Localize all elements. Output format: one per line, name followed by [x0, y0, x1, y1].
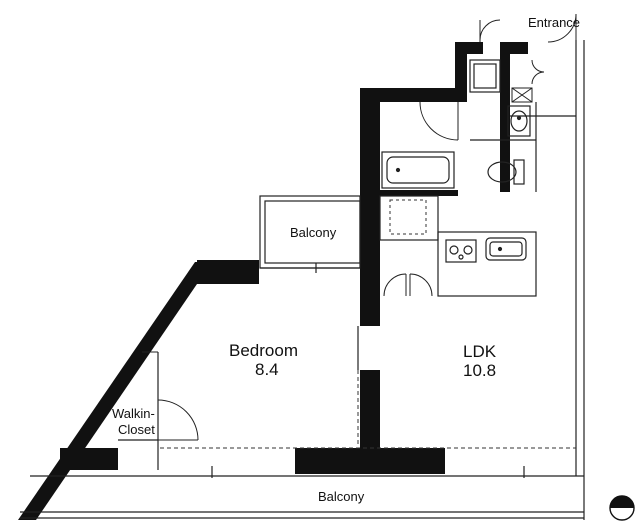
walkin-label-1: Walkin- [112, 406, 155, 421]
bathtub-icon [381, 151, 455, 189]
closet-wall-block [60, 448, 118, 470]
washbasin-icon [507, 105, 531, 137]
center-wall-lower [360, 370, 380, 456]
entrance-wall-mid [500, 42, 510, 192]
washing-machine-icon [469, 59, 501, 93]
lower-balcony-label: Balcony [318, 489, 365, 504]
sliding-door-ticks [211, 263, 525, 478]
entrance-label: Entrance [528, 15, 580, 30]
center-wall-upper [360, 88, 380, 326]
upper-balcony-label: Balcony [290, 225, 337, 240]
ldk-size: 10.8 [463, 361, 496, 380]
kitchen-sink-icon [485, 237, 527, 261]
thin-outlines [20, 40, 585, 520]
bedroom-size: 8.4 [255, 360, 279, 379]
dashed-lines [160, 370, 576, 449]
kitchen-counter [437, 231, 537, 297]
north-arrow-icon [609, 495, 635, 521]
toilet-icon [487, 159, 525, 185]
diagonal-exterior-wall [18, 262, 212, 520]
bedroom-label: Bedroom [229, 341, 298, 360]
storage-dashed-box [389, 199, 427, 235]
bath-bottom-wall [380, 190, 458, 196]
bath-door-arc [419, 101, 459, 141]
walkin-label-2: Closet [118, 422, 155, 437]
bedroom-top-wall [197, 260, 259, 284]
top-wall-bath [360, 88, 460, 102]
stove-icon [445, 239, 477, 263]
lower-beam [295, 448, 445, 474]
ldk-label: LDK [463, 342, 497, 361]
storage-x-icon [511, 87, 533, 103]
entrance-wall-top [455, 42, 483, 54]
doors [142, 13, 577, 441]
entrance-wall-left [455, 42, 467, 102]
structural-walls [18, 42, 528, 520]
